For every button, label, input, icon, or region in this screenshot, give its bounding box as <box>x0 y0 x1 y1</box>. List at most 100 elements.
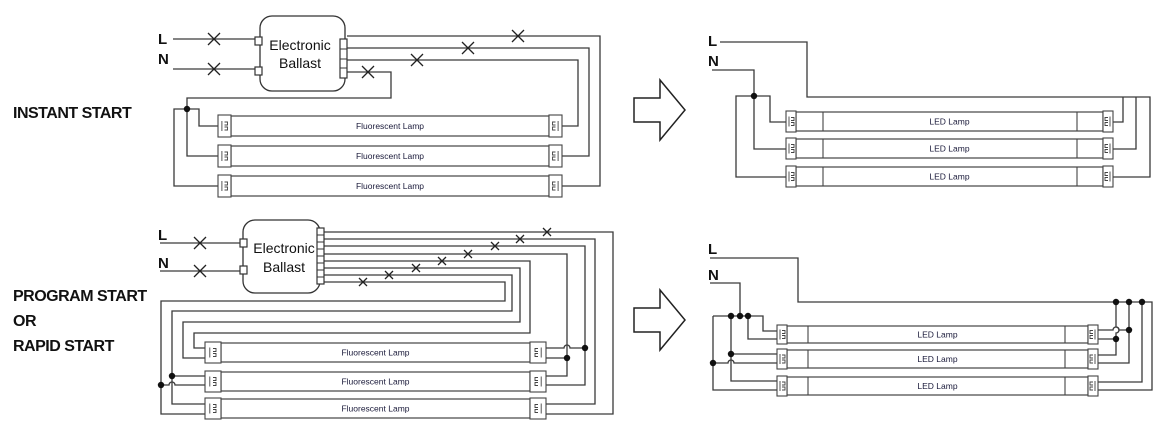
lamp-pin-icon <box>1089 329 1096 340</box>
wire <box>161 381 206 386</box>
ballast-label-1: Electronic <box>269 37 330 53</box>
junction-dot <box>1138 298 1146 306</box>
ballast-program: Electronic Ballast <box>242 219 321 294</box>
wire <box>710 282 741 316</box>
lamp-pin-icon <box>552 151 559 161</box>
x-cut-icon <box>437 256 447 266</box>
wire <box>1098 302 1120 356</box>
x-cut-icon <box>463 249 473 259</box>
junction-dot <box>1125 326 1133 334</box>
x-cut-icon <box>411 263 421 273</box>
wire <box>324 253 568 377</box>
rapid-start-label: RAPID START <box>13 338 115 355</box>
fluorescent-lamp: Fluorescent Lamp <box>217 174 563 198</box>
junction-dot <box>744 312 752 320</box>
lamp-end-cap <box>217 174 232 198</box>
wire <box>324 231 614 415</box>
led-lamp: LED Lamp <box>776 324 1099 345</box>
lamp-label: Fluorescent Lamp <box>341 377 409 387</box>
x-cut-icon <box>461 41 475 55</box>
led-lamp: LED Lamp <box>785 110 1114 133</box>
lamp-end-cap <box>785 137 797 160</box>
lamp-pin-icon <box>779 381 786 391</box>
lamp-label: LED Lamp <box>917 330 957 340</box>
wire <box>160 281 506 415</box>
x-cut-icon <box>384 270 394 280</box>
marks <box>157 29 1146 389</box>
lamp-pin-icon <box>788 171 795 182</box>
arrow-icon <box>633 77 686 143</box>
lamp-end-cap <box>776 348 788 370</box>
line-label-q3: L <box>708 33 717 50</box>
wire <box>347 59 579 127</box>
wire <box>324 245 586 386</box>
wire <box>1098 302 1130 364</box>
lamp-end-cap <box>776 324 788 345</box>
junction-dot <box>157 381 165 389</box>
x-cut-icon <box>542 227 552 237</box>
lamp-pin-icon <box>534 376 542 387</box>
x-cut-icon <box>361 65 375 79</box>
fluorescent-lamp: Fluorescent Lamp <box>204 341 547 364</box>
neutral-label-q1: N <box>158 51 169 68</box>
wire <box>193 260 531 349</box>
wire <box>171 274 513 405</box>
lamp-end-cap <box>1102 137 1114 160</box>
program-start-label: PROGRAM START <box>13 288 147 305</box>
lamp-pin-icon <box>552 121 559 131</box>
lamp-pin-icon <box>779 354 786 364</box>
lamp-pin-icon <box>779 329 786 340</box>
lamp-pin-icon <box>1089 354 1096 364</box>
arrow-icon <box>633 287 686 353</box>
lamp-end-cap <box>1102 110 1114 133</box>
wire <box>713 359 777 364</box>
wire <box>182 267 521 359</box>
lamp-pin-icon <box>1104 143 1111 154</box>
x-cut-icon <box>207 62 221 76</box>
ballast-label-1: Electronic <box>253 240 314 256</box>
junction-dot <box>709 359 717 367</box>
junction-dot <box>1112 335 1120 343</box>
wire <box>347 35 601 187</box>
lamp-pin-icon <box>534 347 542 358</box>
lamp-end-cap <box>204 370 222 393</box>
ballast-instant: Electronic Ballast <box>259 15 346 92</box>
or-label: OR <box>13 313 37 330</box>
x-cut-icon <box>358 277 368 287</box>
x-cut-icon <box>193 236 207 250</box>
junction-dot <box>736 312 744 320</box>
input-terminal <box>239 238 248 248</box>
lamp-end-cap <box>529 397 547 420</box>
fluorescent-lamp: Fluorescent Lamp <box>204 370 547 393</box>
wire <box>187 108 218 127</box>
lamp-label: Fluorescent Lamp <box>341 348 409 358</box>
ballast-label-2: Ballast <box>279 55 321 71</box>
lamp-pin-icon <box>534 403 542 414</box>
wire <box>712 316 777 391</box>
lamp-label: Fluorescent Lamp <box>341 404 409 414</box>
wires <box>160 35 1153 415</box>
lamp-label: Fluorescent Lamp <box>356 151 424 161</box>
lamp-pin-icon <box>1104 171 1111 182</box>
wire <box>735 95 786 178</box>
lamp-end-cap <box>217 144 232 168</box>
wire <box>186 71 392 157</box>
lamp-end-cap <box>204 341 222 364</box>
wire <box>754 95 786 123</box>
lamp-pin-icon <box>221 181 228 191</box>
led-lamp: LED Lamp <box>785 165 1114 188</box>
wire <box>324 238 596 405</box>
lamp-end-cap <box>548 114 563 138</box>
lamp-end-cap <box>529 370 547 393</box>
lamp-label: LED Lamp <box>917 354 957 364</box>
junction-dot <box>183 105 191 113</box>
instant-start-label: INSTANT START <box>13 105 132 122</box>
ballast-label-2: Ballast <box>263 259 305 275</box>
line-label-q2: L <box>158 227 167 244</box>
lamp-end-cap <box>548 174 563 198</box>
x-cut-icon <box>511 29 525 43</box>
lamp-end-cap <box>776 375 788 397</box>
junction-dot <box>168 372 176 380</box>
